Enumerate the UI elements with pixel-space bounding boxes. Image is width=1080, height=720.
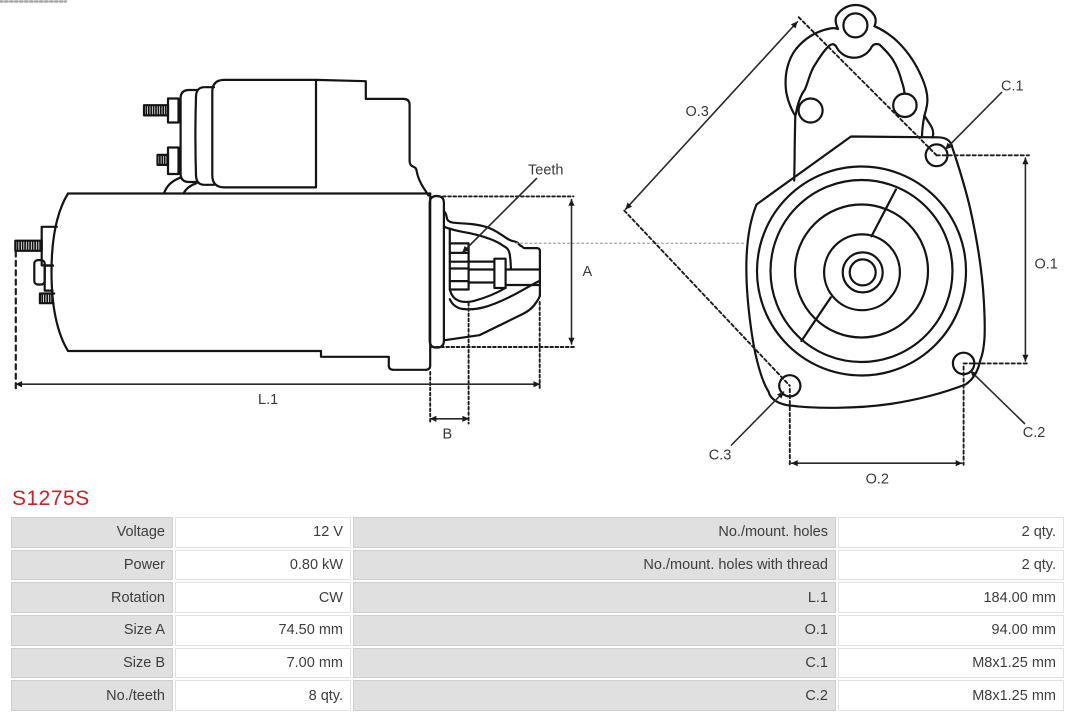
svg-text:C.1: C.1 bbox=[1001, 79, 1024, 95]
svg-text:Teeth: Teeth bbox=[528, 163, 563, 179]
svg-text:C.2: C.2 bbox=[1023, 425, 1046, 441]
svg-text:O.3: O.3 bbox=[686, 104, 709, 120]
svg-text:C.3: C.3 bbox=[709, 448, 732, 464]
svg-text:A: A bbox=[583, 264, 593, 280]
svg-text:L.1: L.1 bbox=[258, 392, 278, 408]
svg-text:O.1: O.1 bbox=[1035, 257, 1058, 273]
svg-text:B: B bbox=[443, 427, 453, 443]
svg-text:O.2: O.2 bbox=[866, 471, 889, 487]
